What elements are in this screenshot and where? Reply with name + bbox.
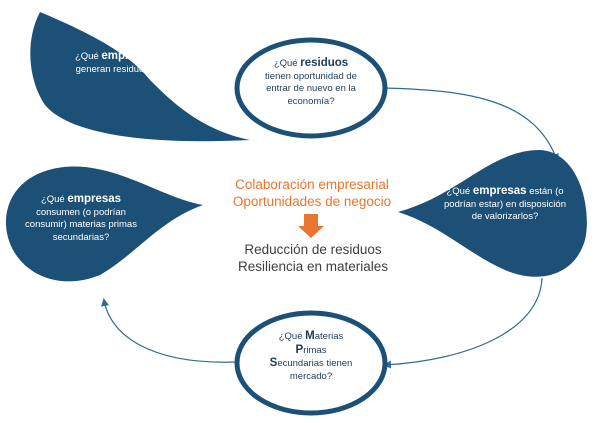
ellipse-bottom xyxy=(234,310,388,416)
node-top-left-text: ¿Qué empresas generan residuos? xyxy=(74,50,156,75)
ellipse-top-center xyxy=(234,37,388,139)
node-left-text: ¿Qué empresas consumen (o podrían consum… xyxy=(25,193,137,243)
node-right-text: ¿Qué empresas están (o podrían estar) en… xyxy=(444,185,566,222)
result-line-1: Reducción de residuos xyxy=(244,242,382,257)
center-result-text: Reducción de residuos Resiliencia en mat… xyxy=(215,241,411,275)
down-arrow-icon xyxy=(298,214,324,238)
result-line-2: Resiliencia en materiales xyxy=(237,259,389,274)
connector-right-to-bottom xyxy=(383,277,543,369)
center-line-2: Oportunidades de negocio xyxy=(232,194,392,209)
connector-bottom-to-left xyxy=(101,298,238,363)
center-line-1: Colaboración empresarial xyxy=(235,177,389,192)
teardrop-top-left xyxy=(30,12,251,142)
connector-top-to-right xyxy=(382,87,559,162)
teardrop-right xyxy=(398,150,587,277)
center-collaboration-text: Colaboración empresarial Oportunidades d… xyxy=(212,176,412,210)
node-top-center-text: ¿Qué residuos tienen oportunidad de entr… xyxy=(265,57,357,107)
teardrop-left xyxy=(5,166,204,282)
node-bottom-text: ¿Qué Materias Primas Secundarias tienen … xyxy=(269,330,353,382)
